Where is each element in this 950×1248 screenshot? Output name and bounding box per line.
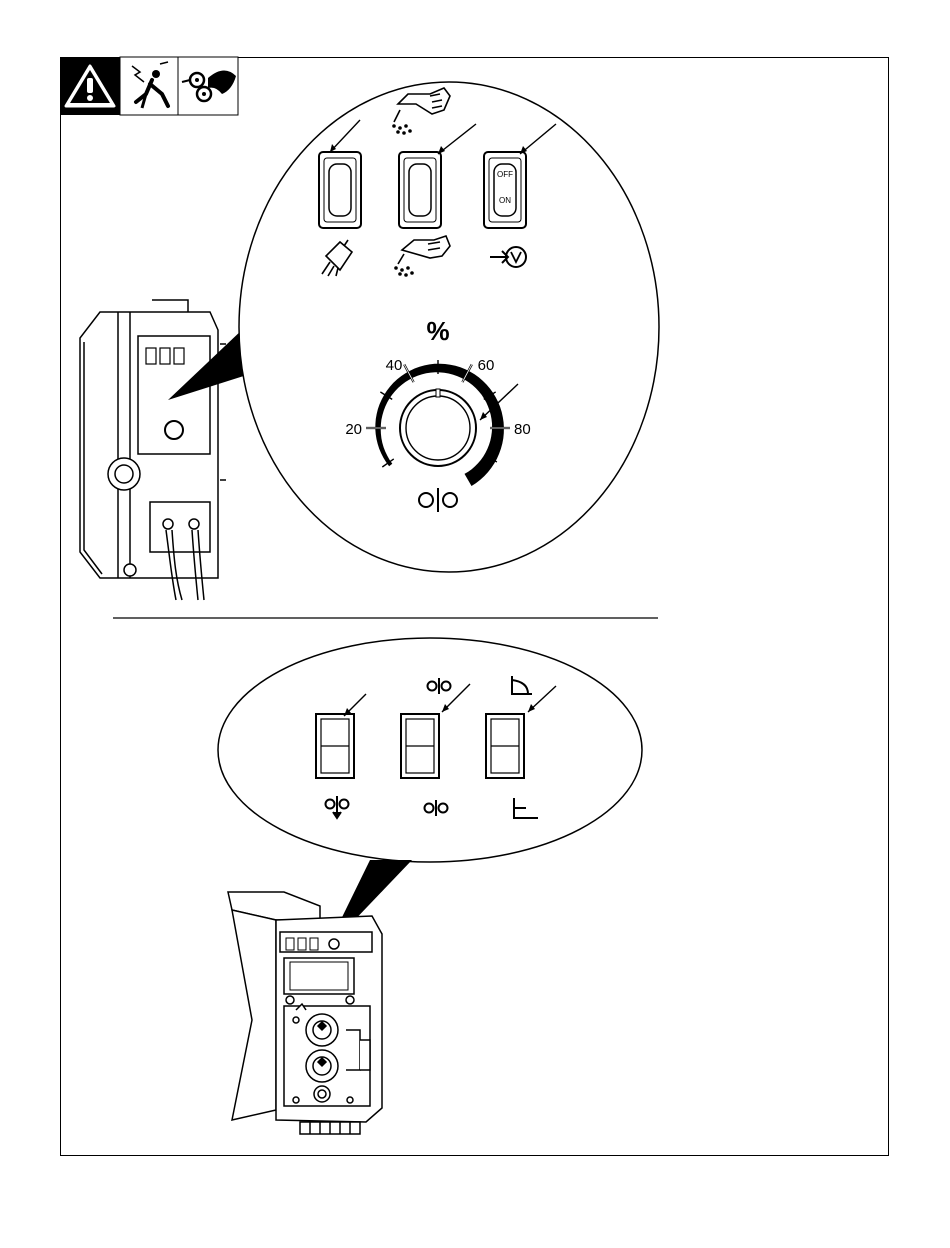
jog-switch[interactable]	[399, 152, 441, 228]
purge-switch[interactable]	[319, 152, 361, 228]
dial-tick-label-80: 80	[514, 421, 531, 438]
dial-tick-label-20: 20	[345, 421, 362, 438]
dial-tick-label-40: 40	[386, 357, 403, 374]
switch-on-label: ON	[499, 196, 511, 205]
dial-unit-symbol: %	[426, 316, 449, 346]
dip-switch-1[interactable]	[316, 714, 354, 778]
safety-icons-panel	[60, 57, 238, 115]
dip-switch-2[interactable]	[401, 714, 439, 778]
dip-switch-3[interactable]	[486, 714, 524, 778]
dial-tick-label-60: 60	[478, 357, 495, 374]
switch-off-label: OFF	[497, 170, 513, 179]
feeder-side-view	[80, 300, 226, 600]
feeder-front-view	[228, 892, 382, 1134]
voltage-sensing-switch[interactable]: OFF ON	[484, 152, 526, 228]
